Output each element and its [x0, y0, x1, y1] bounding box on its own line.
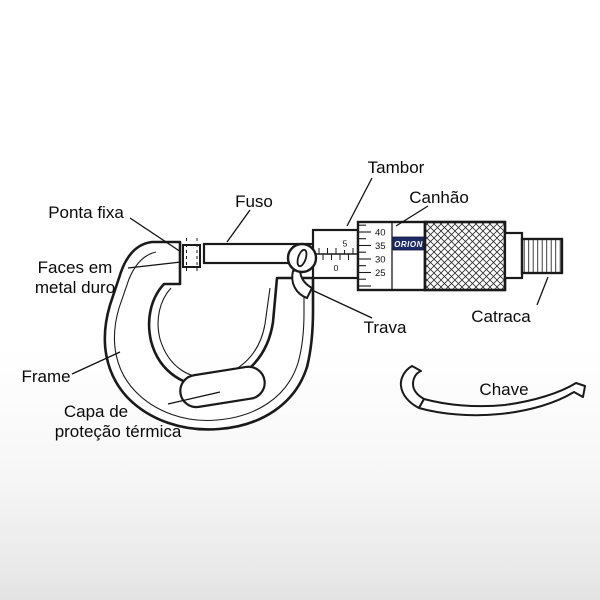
anvil [182, 238, 201, 274]
sleeve-number: 5 [343, 239, 348, 249]
lock-lever [286, 242, 318, 300]
label-ponta-fixa: Ponta fixa [48, 203, 124, 222]
thimble-number: 40 [375, 228, 386, 239]
leader-lines [71, 177, 549, 405]
frame-body [103, 240, 315, 431]
thimble-number: 35 [375, 241, 386, 252]
leader-capa [167, 391, 221, 405]
thimble-scale-ticks [358, 224, 371, 287]
label-capa-line2: proteção térmica [55, 422, 182, 441]
label-chave: Chave [479, 380, 528, 399]
frame-contour-outer [113, 251, 305, 422]
label-fuso: Fuso [235, 192, 273, 211]
label-trava: Trava [364, 318, 407, 337]
label-catraca: Catraca [471, 307, 531, 326]
ratchet-step [503, 231, 524, 280]
thimble-number: 30 [375, 255, 386, 266]
label-frame: Frame [21, 367, 70, 386]
thimble-knurl-pattern [423, 220, 507, 292]
label-canhao: Canhão [409, 188, 469, 207]
leader-tambor [346, 177, 373, 227]
brand-label: ORION [394, 240, 423, 249]
label-faces-line2: metal duro [35, 278, 115, 297]
thimble-number: 25 [375, 268, 386, 279]
sleeve-ticks [318, 248, 354, 260]
spanner-wrench [399, 365, 586, 417]
leader-ponta-fixa [129, 217, 182, 253]
leader-canhao [395, 205, 429, 227]
leader-trava [313, 290, 373, 319]
sleeve: 5 0 [311, 228, 360, 280]
leader-catraca [536, 276, 549, 306]
leader-fuso [226, 209, 251, 243]
sleeve-number: 0 [334, 263, 339, 273]
label-faces-line1: Faces em [38, 258, 113, 277]
lock-screw-slot [296, 248, 308, 268]
label-capa-line1: Capa de [64, 402, 128, 421]
label-tambor: Tambor [368, 158, 425, 177]
leader-frame [71, 351, 121, 375]
ratchet [503, 231, 564, 280]
thimble: 40 35 30 25 ORION [356, 220, 507, 292]
thermal-cover-oval [179, 365, 266, 409]
leader-faces [127, 261, 182, 269]
ratchet-knurl [520, 237, 564, 275]
